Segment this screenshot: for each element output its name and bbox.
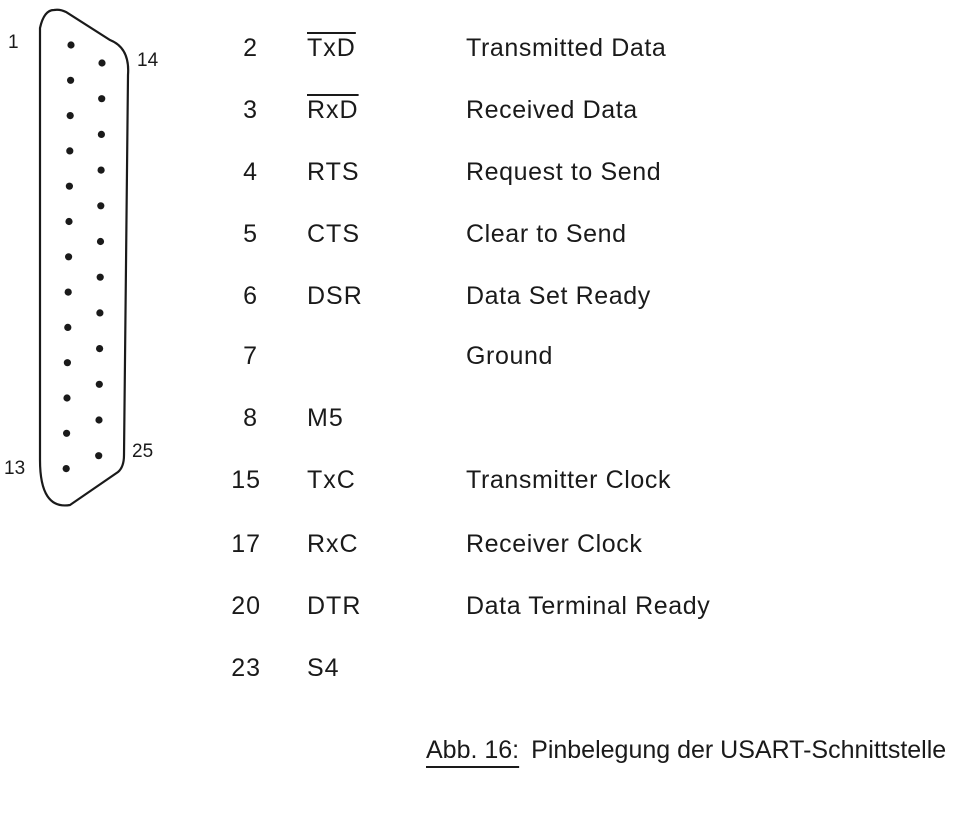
pin-number: 6: [243, 282, 258, 310]
pin-signal: TxD: [307, 34, 356, 62]
pin-dot: [65, 217, 73, 226]
pin-dot: [63, 394, 71, 402]
pin-dot: [96, 273, 104, 281]
pin-dot: [96, 345, 104, 353]
pin-dot: [98, 95, 106, 103]
pin-dot: [95, 380, 103, 388]
pin-dot: [62, 465, 70, 473]
db25-connector-diagram: [38, 8, 130, 507]
pin-dot: [65, 253, 73, 261]
pin-dot: [96, 309, 104, 317]
figure-caption: Abb. 16: Pinbelegung der USART-Schnittste…: [426, 736, 946, 765]
pin-number: 8: [243, 404, 258, 432]
caption-label: Abb. 16:: [426, 736, 520, 764]
pin-signal: RxC: [307, 530, 359, 558]
pin-dot: [67, 41, 75, 49]
caption-text: Pinbelegung der USART-Schnittstelle: [531, 736, 947, 764]
connector-label-pin-14: 14: [137, 50, 159, 71]
pin-signal: M5: [307, 404, 344, 432]
pin-row-1-13: [62, 41, 75, 473]
pin-description: Transmitted Data: [466, 34, 667, 62]
pin-signal: DTR: [307, 592, 362, 620]
pin-dot: [63, 429, 71, 437]
connector-outline: [38, 8, 130, 507]
pin-signal: RTS: [307, 158, 360, 186]
pin-number: 4: [243, 158, 258, 186]
pin-number: 3: [243, 96, 258, 124]
pin-description: Data Terminal Ready: [466, 592, 711, 620]
pin-number: 20: [231, 592, 261, 620]
pin-signal: TxC: [307, 466, 356, 494]
pin-dot: [96, 237, 105, 246]
pin-dot: [95, 452, 103, 460]
pin-signal: CTS: [307, 220, 360, 248]
pin-description: Clear to Send: [466, 220, 627, 248]
pin-signal: S4: [307, 654, 340, 682]
pin-dot: [97, 202, 105, 210]
pin-dot: [97, 166, 105, 174]
connector-label-pin-25: 25: [132, 441, 154, 462]
pin-dot: [65, 182, 73, 190]
pin-description: Data Set Ready: [466, 282, 651, 310]
connector-label-pin-13: 13: [4, 458, 26, 479]
pin-signal: DSR: [307, 282, 363, 310]
pin-signal: RxD: [307, 96, 359, 124]
pin-description: Transmitter Clock: [466, 466, 672, 494]
pin-dot: [63, 359, 71, 367]
pin-dot: [98, 59, 106, 67]
pin-dot: [66, 147, 74, 155]
pin-description: Receiver Clock: [466, 530, 643, 558]
connector-label-pin-1: 1: [8, 32, 19, 53]
pin-dot: [64, 323, 72, 331]
pin-dot: [67, 76, 75, 84]
pin-dot: [97, 130, 105, 138]
pin-number: 15: [231, 466, 261, 494]
pin-dot: [66, 112, 74, 120]
pin-number: 5: [243, 220, 258, 248]
pin-description: Request to Send: [466, 158, 662, 186]
pin-number: 17: [231, 530, 261, 558]
pin-row-14-25: [95, 59, 106, 460]
pin-number: 7: [243, 342, 258, 370]
pin-dot: [95, 416, 103, 424]
pin-dot: [64, 288, 72, 296]
pin-number: 2: [243, 34, 258, 62]
pin-description: Ground: [466, 342, 553, 370]
pin-number: 23: [231, 654, 261, 682]
pin-description: Received Data: [466, 96, 638, 124]
